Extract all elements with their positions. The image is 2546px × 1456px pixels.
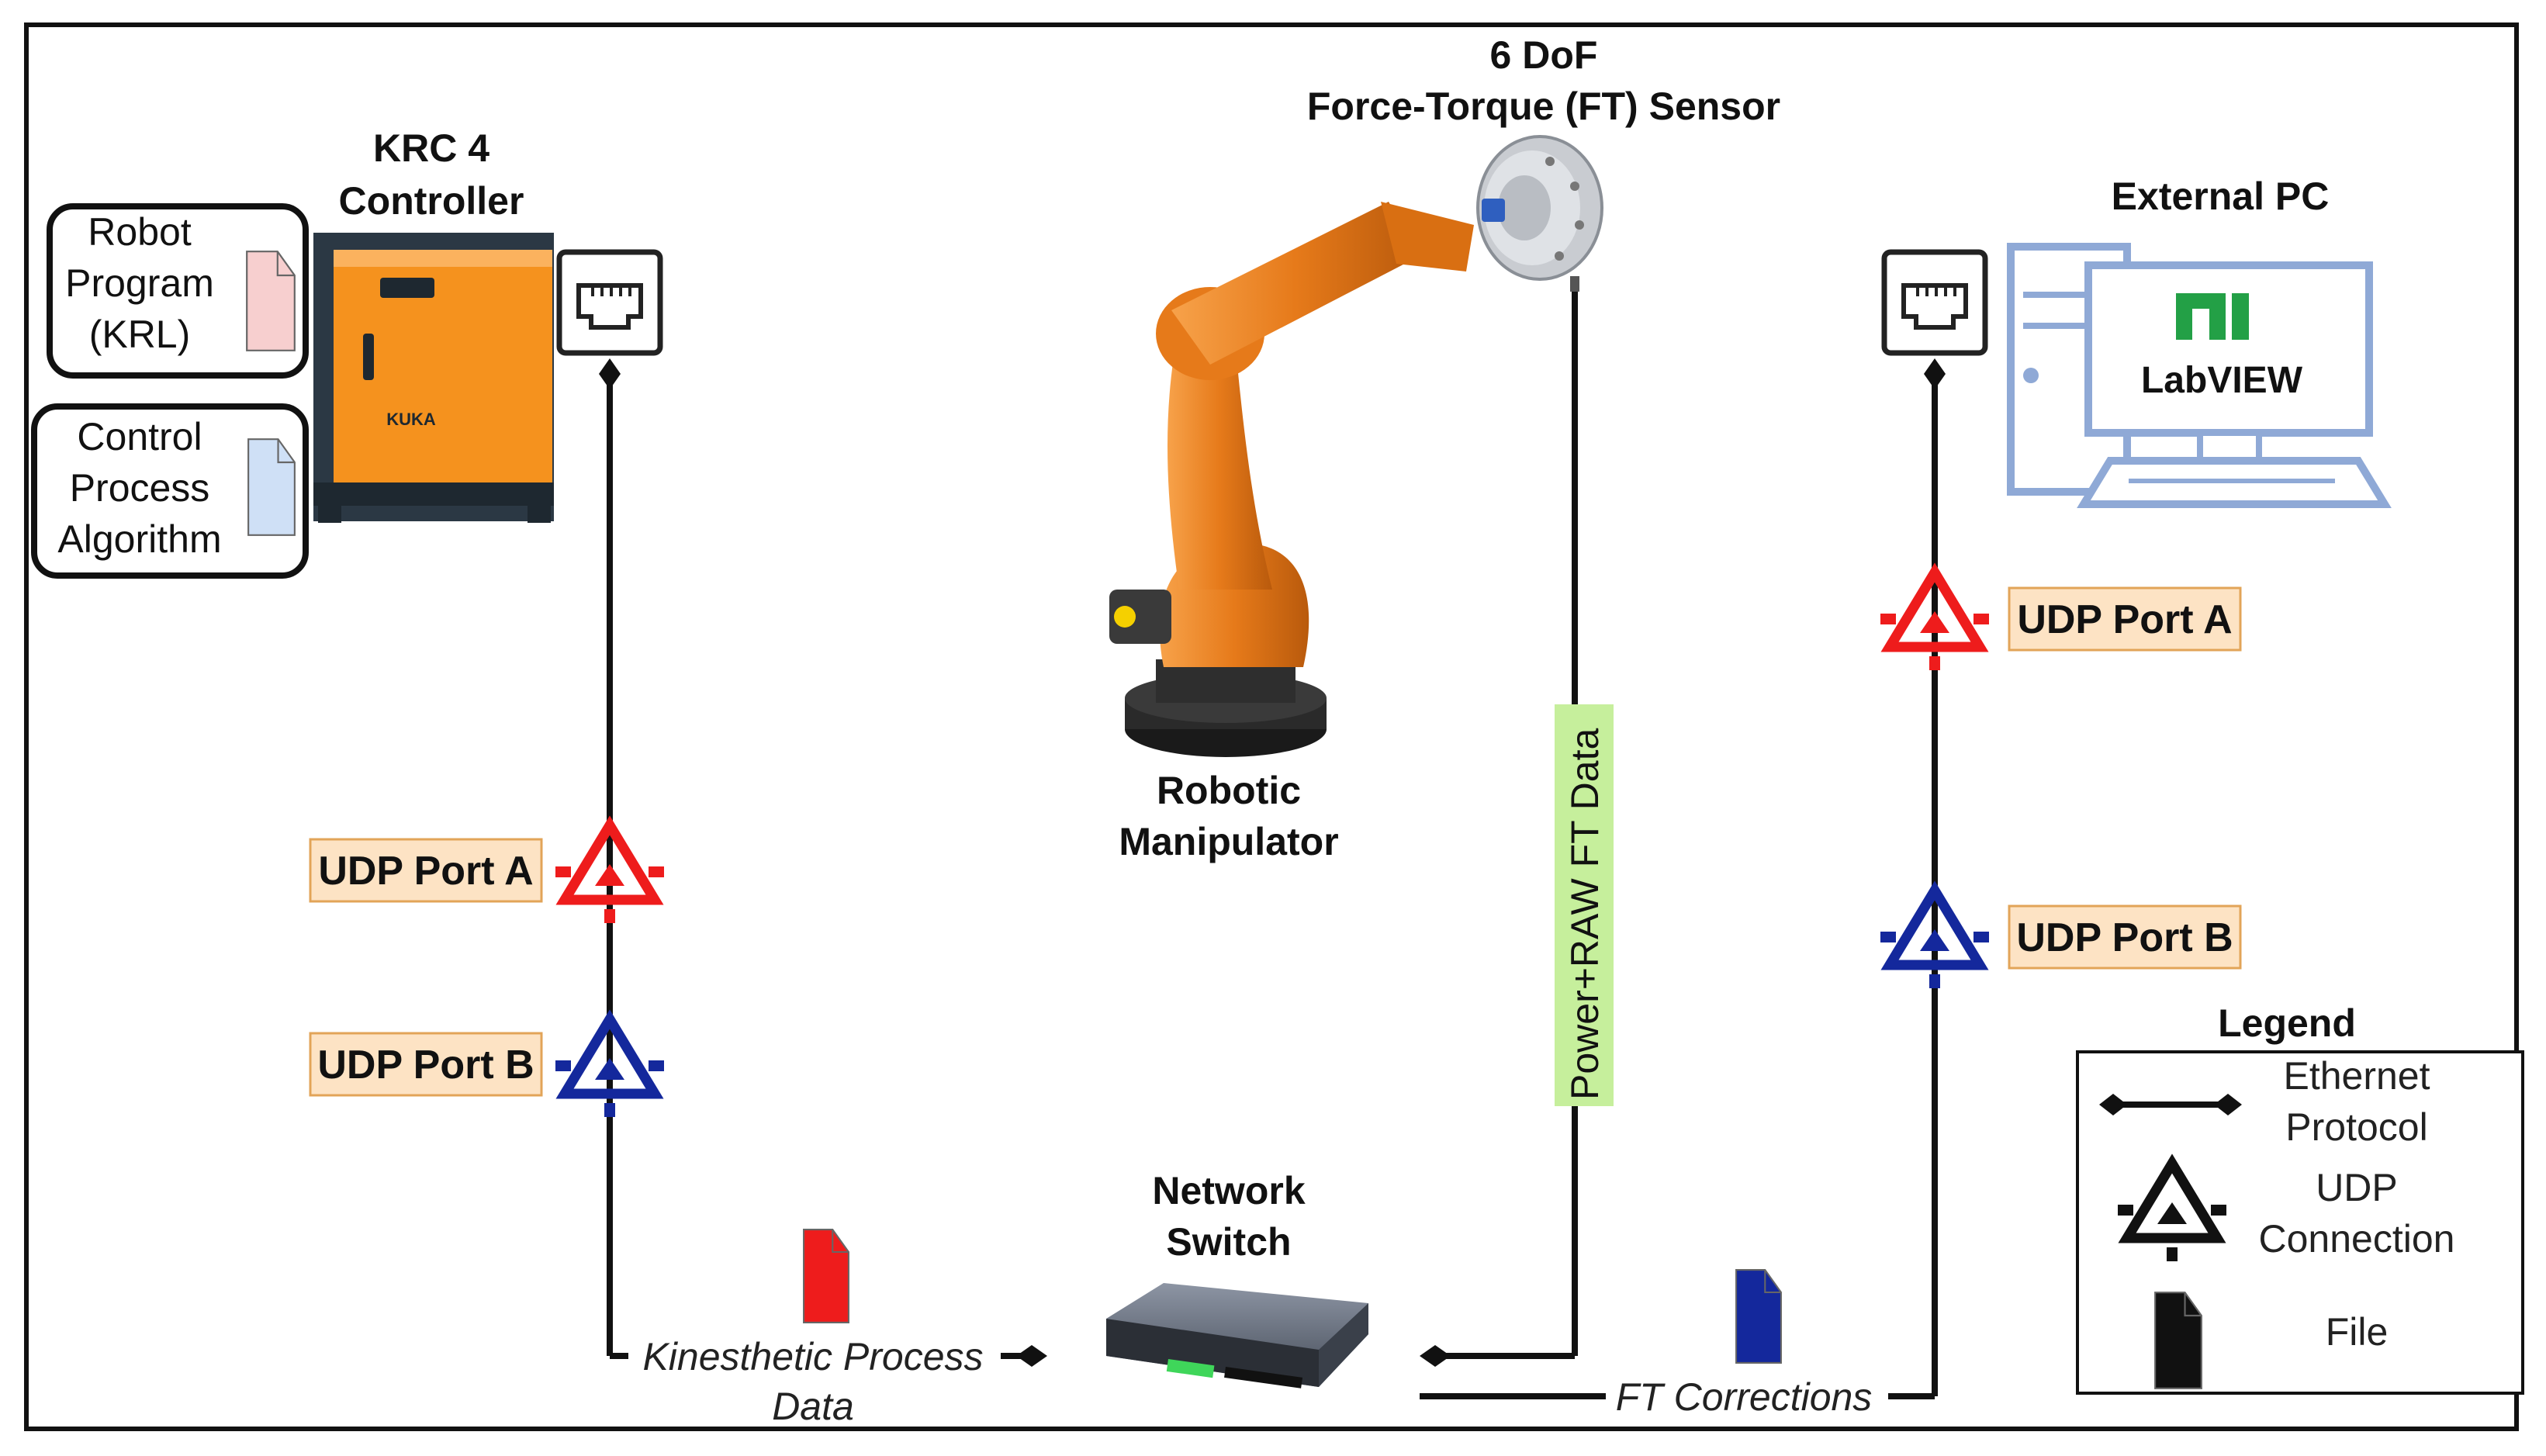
robotic-manipulator-image — [1109, 202, 1474, 757]
robot-program-line1: Robot — [88, 210, 192, 254]
red-file-icon — [802, 1228, 850, 1324]
left-udp-port-b: UDP Port B — [309, 1032, 543, 1097]
robot-program-file: Robot Program (KRL) — [47, 203, 309, 379]
ethernet-endpoints — [599, 358, 1946, 1367]
legend-title: Legend — [2218, 1001, 2356, 1045]
krc-title-line2: Controller — [339, 179, 524, 223]
legend-file-label: File — [2326, 1310, 2389, 1354]
network-switch-image — [1106, 1283, 1368, 1389]
external-pc-image: LabVIEW — [2007, 243, 2392, 508]
power-raw-ft-data-label: Power+RAW FT Data — [1555, 704, 1614, 1106]
robot-program-line3: (KRL) — [89, 313, 191, 356]
legend-ethernet-line2: Protocol — [2285, 1105, 2427, 1149]
sensor-title: 6 DoF — [1490, 33, 1598, 77]
ft-corrections-label: FT Corrections — [1616, 1375, 1873, 1419]
power-raw-ft-data-text: Power+RAW FT Data — [1563, 728, 1607, 1100]
ft-sensor-image — [1476, 135, 1603, 292]
right-udp-port-a: UDP Port A — [2008, 586, 2242, 652]
blue-document-icon — [247, 437, 296, 537]
ethernet-port-icon — [1884, 252, 1985, 353]
legend-box: Ethernet Protocol UDP Connection File — [2076, 1050, 2524, 1395]
legend-udp-line1: UDP — [2316, 1166, 2398, 1209]
robot-label: Robotic — [1157, 769, 1301, 812]
ethernet-port-icon — [559, 252, 660, 353]
krc-title: KRC 4 — [373, 126, 489, 170]
right-udp-port-b: UDP Port B — [2008, 904, 2242, 970]
external-pc-title: External PC — [2112, 175, 2330, 218]
network-switch-title: Network — [1152, 1169, 1305, 1212]
left-udp-port-b-label: UDP Port B — [317, 1043, 534, 1088]
right-udp-port-b-label: UDP Port B — [2016, 915, 2233, 960]
control-process-file: Control Process Algorithm — [31, 403, 309, 579]
blue-file-icon — [1735, 1268, 1783, 1364]
robot-program-line2: Program — [65, 261, 214, 305]
kinesthetic-data-label: Kinesthetic Process — [642, 1335, 983, 1378]
legend-ethernet-line1: Ethernet — [2283, 1054, 2430, 1098]
legend-udp-line2: Connection — [2259, 1217, 2455, 1261]
red-document-icon — [246, 251, 296, 351]
control-process-line2: Process — [70, 466, 210, 510]
control-process-line3: Algorithm — [57, 517, 221, 561]
kuka-logo: KUKA — [386, 410, 436, 429]
file-legend-icon — [2154, 1292, 2202, 1389]
krc4-controller-cabinet: KUKA — [313, 233, 554, 523]
network-switch-title-line2: Switch — [1166, 1220, 1291, 1264]
left-udp-port-a: UDP Port A — [309, 838, 543, 903]
sensor-title-line2: Force-Torque (FT) Sensor — [1307, 85, 1780, 128]
control-process-line1: Control — [77, 415, 202, 458]
kinesthetic-data-label-line2: Data — [772, 1385, 854, 1428]
right-udp-port-a-label: UDP Port A — [2017, 597, 2232, 642]
robot-label-line2: Manipulator — [1119, 820, 1338, 863]
left-udp-port-a-label: UDP Port A — [318, 849, 533, 894]
labview-label: LabVIEW — [2141, 360, 2303, 401]
